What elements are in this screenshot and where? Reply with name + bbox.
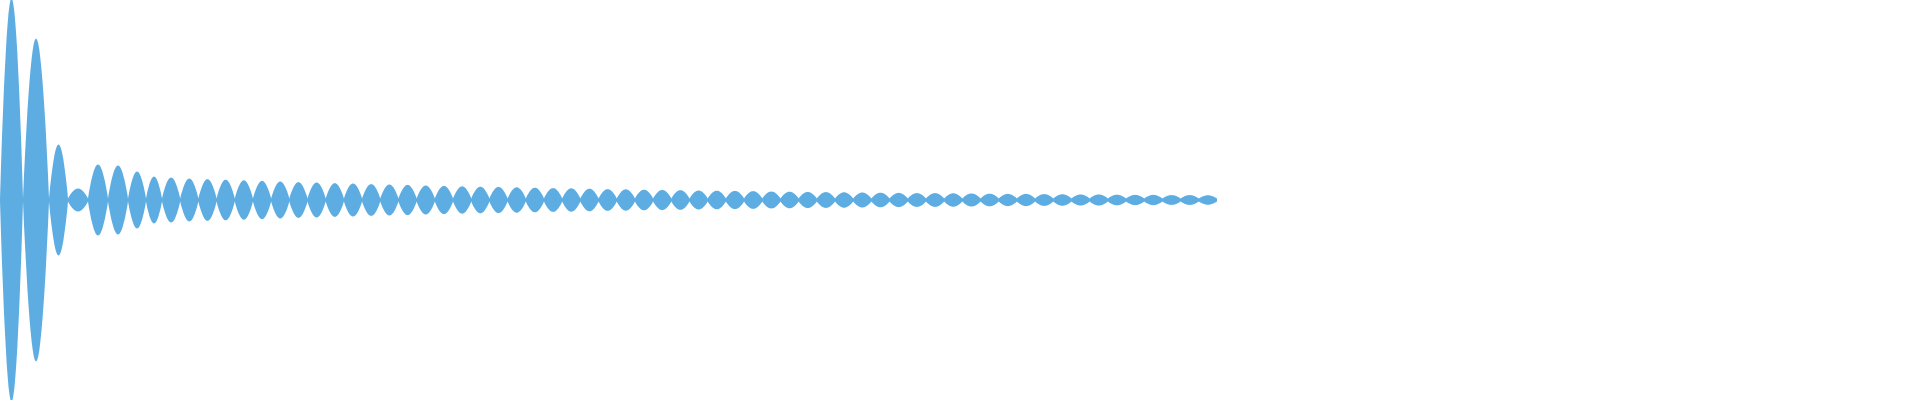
waveform-lobe <box>762 191 781 209</box>
waveform-lobe <box>271 181 290 219</box>
waveform-lobe <box>380 184 399 216</box>
waveform-lobe <box>780 191 799 209</box>
waveform-lobe <box>1071 194 1090 206</box>
waveform-lobe <box>1162 195 1181 205</box>
waveform-lobe <box>1016 193 1036 207</box>
waveform-lobe <box>453 186 472 214</box>
waveform-lobe <box>707 190 726 210</box>
waveform-lobe <box>68 188 88 212</box>
waveform-lobe <box>1035 194 1054 206</box>
waveform-lobe <box>653 189 672 211</box>
waveform-lobe <box>49 144 68 256</box>
waveform-lobe <box>343 183 363 217</box>
waveform-lobe <box>926 193 945 207</box>
waveform-lobe <box>816 192 835 208</box>
waveform-lobe <box>162 177 181 223</box>
waveform-lobe <box>871 192 890 208</box>
waveform-lobe <box>434 185 453 215</box>
waveform-lobe <box>962 193 981 207</box>
waveform-lobe <box>146 176 162 224</box>
waveform-lobe <box>598 189 617 211</box>
waveform-lobe <box>835 192 854 208</box>
waveform-lobe <box>744 191 763 209</box>
waveform-lobe <box>416 185 435 215</box>
waveform-lobe <box>853 192 872 208</box>
waveform-lobe <box>507 187 526 213</box>
waveform-lobe <box>544 188 563 212</box>
waveform-lobe <box>1107 194 1127 206</box>
waveform-lobe <box>798 191 817 209</box>
waveform-lobe <box>689 190 708 210</box>
waveform-lobe <box>88 164 108 236</box>
waveform-lobe <box>289 182 308 218</box>
waveform-lobe <box>1126 194 1145 206</box>
waveform-lobe <box>634 189 654 211</box>
waveform-lobe <box>398 184 417 216</box>
waveform-lobe <box>0 0 23 400</box>
waveform-lobe <box>1089 194 1108 206</box>
waveform-lobe <box>889 192 908 208</box>
waveform-lobe <box>998 193 1017 207</box>
waveform-lobe <box>725 190 745 210</box>
waveform-lobe <box>562 188 581 212</box>
waveform-lobe <box>234 180 253 220</box>
waveform-lobe <box>944 193 963 207</box>
waveform-lobe <box>325 183 344 217</box>
waveform-lobe <box>252 180 272 220</box>
waveform-lobe <box>1053 194 1072 206</box>
waveform-lobe <box>128 171 146 229</box>
waveform-lobe <box>180 178 199 222</box>
waveform-lobe <box>907 193 926 207</box>
waveform-lobe <box>616 189 635 211</box>
waveform-lobe <box>1180 195 1199 205</box>
waveform-lobe <box>108 165 128 235</box>
waveform-lobe <box>580 188 599 212</box>
waveform-lobe <box>1144 194 1163 206</box>
waveform-lobe <box>198 179 217 221</box>
waveform-lobe <box>471 186 490 214</box>
waveform-lobe <box>216 179 235 221</box>
waveform-lobe <box>980 193 999 207</box>
waveform-lobe <box>307 182 326 218</box>
waveform-lobe <box>525 187 544 213</box>
waveform-lobe <box>23 38 49 362</box>
waveform-lobe <box>1198 195 1217 205</box>
waveform-lobe <box>362 184 381 216</box>
waveform-lobe <box>489 186 508 214</box>
waveform-lobe <box>671 190 690 210</box>
